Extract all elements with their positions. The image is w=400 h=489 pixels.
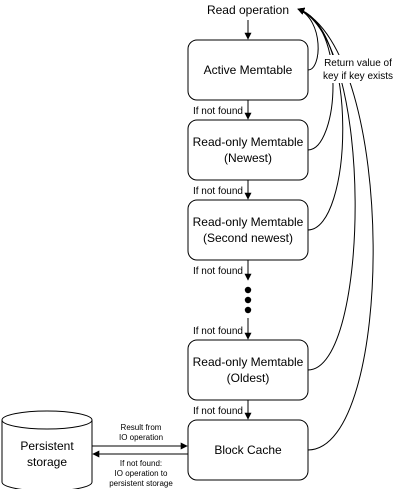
- block-cache-box: [187, 419, 309, 481]
- ellipsis-dot: [244, 296, 252, 304]
- persistent-storage-line1: Persistent: [20, 439, 74, 453]
- ellipsis-dots: [244, 286, 252, 314]
- readonly-memtable-oldest-box: [187, 339, 309, 401]
- if-not-found-label-4: If not found: [193, 326, 243, 337]
- return-label-bg: [318, 55, 398, 83]
- readonly-memtable-newest-box: [187, 119, 309, 181]
- readonly-memtable-oldest-line1: Read-only Memtable: [193, 355, 304, 369]
- readonly-memtable-newest-line2: (Newest): [224, 151, 272, 165]
- readonly-memtable-newest-line1: Read-only Memtable: [193, 135, 304, 149]
- block-cache-label: Block Cache: [214, 443, 282, 457]
- persistent-storage-cylinder: [1, 410, 93, 489]
- if-not-found-label-5: If not found: [193, 406, 243, 417]
- ellipsis-dot: [244, 306, 252, 314]
- readonly-memtable-oldest-line2: (Oldest): [227, 371, 270, 385]
- if-not-found-label-3: If not found: [193, 266, 243, 277]
- return-label-line1: Return value of: [324, 58, 392, 69]
- diagram-title: Read operation: [207, 3, 289, 17]
- return-curve-cache: [297, 8, 374, 451]
- readonly-memtable-second-line1: Read-only Memtable: [193, 215, 304, 229]
- result-label-line2: IO operation: [119, 433, 163, 442]
- active-memtable-box: [187, 39, 309, 101]
- io-label-line3: persistent storage: [109, 479, 173, 488]
- persistent-storage-line2: storage: [27, 455, 67, 469]
- if-not-found-label-1: If not found: [193, 106, 243, 117]
- active-memtable-label: Active Memtable: [204, 63, 293, 77]
- result-label-line1: Result from: [121, 423, 162, 432]
- io-label-line2: IO operation to: [115, 469, 168, 478]
- readonly-memtable-second-box: [187, 199, 309, 261]
- readonly-memtable-second-line2: (Second newest): [203, 231, 293, 245]
- if-not-found-label-2: If not found: [193, 186, 243, 197]
- ellipsis-dot: [244, 286, 252, 294]
- return-curve-oldest: [297, 8, 356, 371]
- return-label-line2: key if key exists: [323, 71, 393, 82]
- io-label-line1: If not found:: [120, 459, 162, 468]
